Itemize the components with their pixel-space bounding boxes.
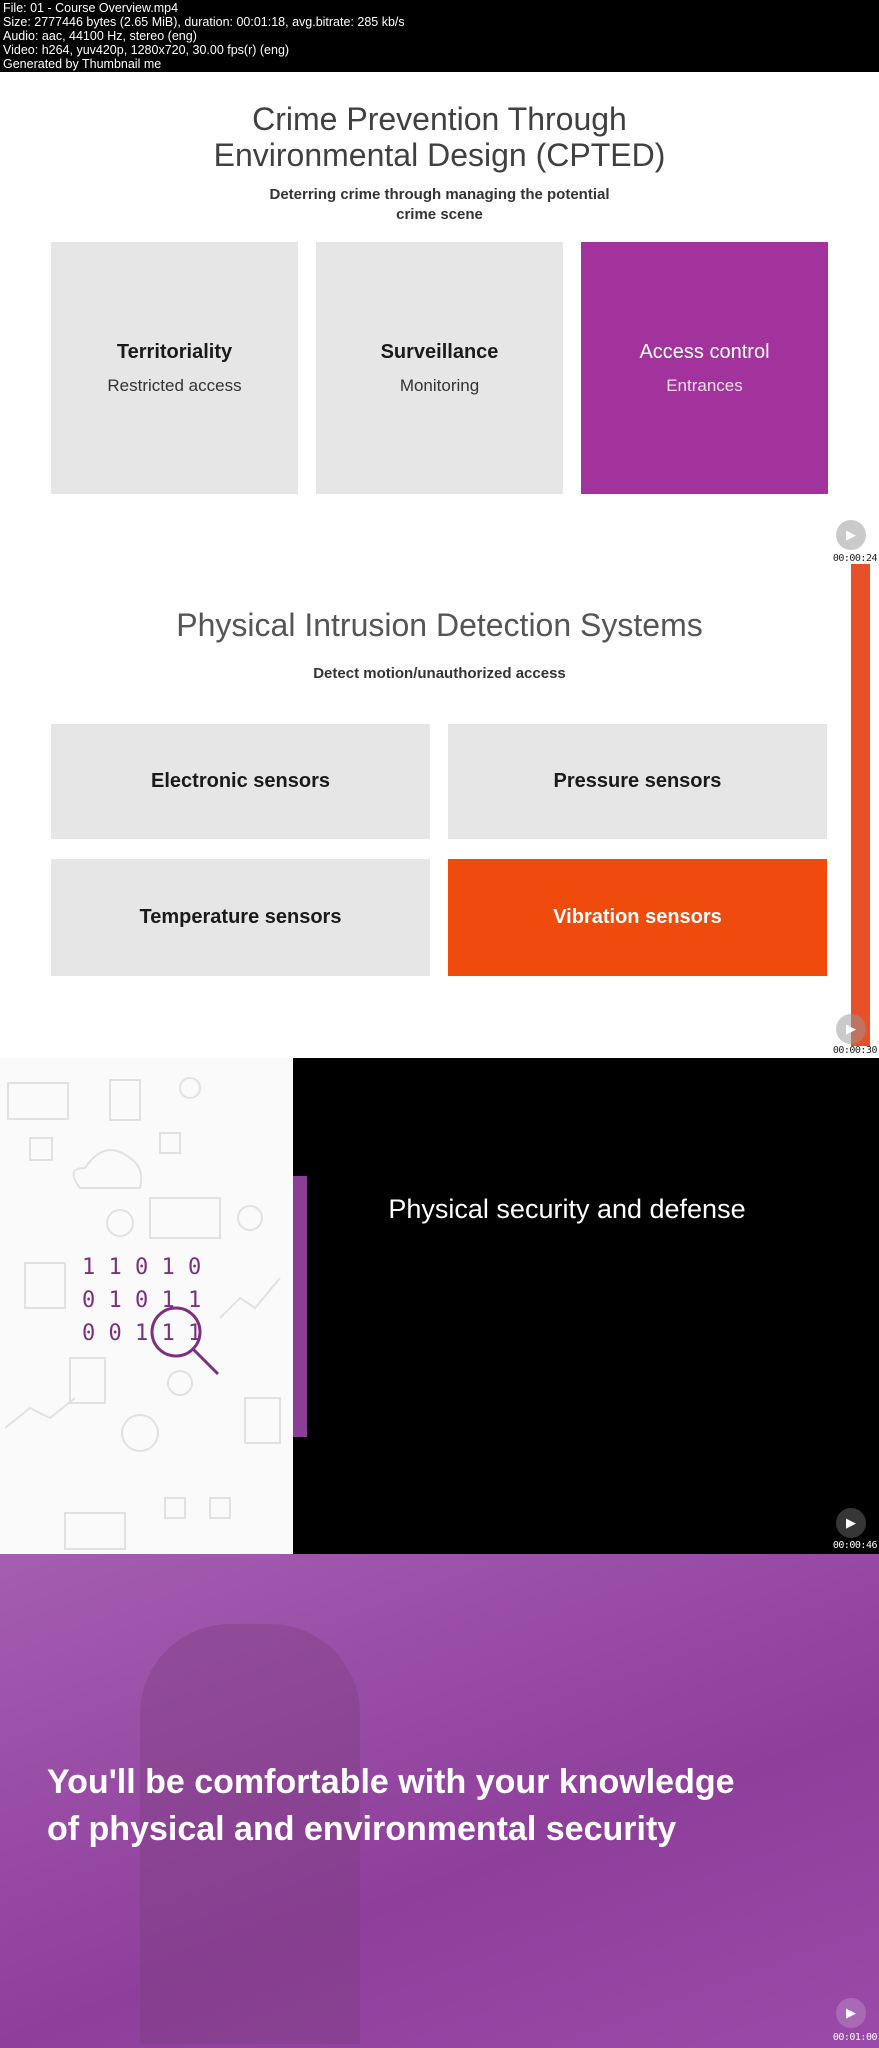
orange-accent-bar	[851, 564, 870, 1046]
info-line: Size: 2777446 bytes (2.65 MiB), duration…	[3, 15, 405, 29]
person-silhouette	[140, 1624, 360, 2044]
slide-heading: Physical security and defense	[388, 1194, 746, 1224]
info-line: Video: h264, yuv420p, 1280x720, 30.00 fp…	[3, 43, 290, 57]
info-line: File: 01 - Course Overview.mp4	[3, 1, 179, 15]
tile-heading: Pressure sensors	[553, 770, 722, 792]
closing-text-line2: of physical and environmental security	[47, 1810, 677, 1848]
timestamp: 00:01:00	[832, 2032, 878, 2043]
data-analysis-illustration-icon	[4, 1077, 281, 1550]
tile-heading: Temperature sensors	[139, 906, 342, 928]
frame-cpted: Crime Prevention Through Environmental D…	[0, 72, 879, 550]
tile-heading: Vibration sensors	[553, 906, 722, 928]
tile-subtext: Monitoring	[399, 375, 480, 395]
timestamp: 00:00:46	[832, 1540, 878, 1551]
slide-subtitle: Detect motion/unauthorized access	[313, 665, 566, 682]
tile-heading: Electronic sensors	[151, 770, 330, 792]
tile-subtext: Restricted access	[107, 375, 242, 395]
slide-subtitle-line2: crime scene	[396, 206, 483, 223]
play-icon[interactable]: ▶	[836, 520, 866, 550]
slide-title-line1: Crime Prevention Through	[252, 101, 627, 137]
slide-title: Physical Intrusion Detection Systems	[176, 607, 703, 643]
info-line: Generated by Thumbnail me	[3, 57, 162, 71]
tile-subtext: Entrances	[666, 375, 743, 395]
tile-heading: Territoriality	[116, 340, 233, 363]
play-icon[interactable]: ▶	[836, 1998, 866, 2028]
frame-pids: Physical Intrusion Detection Systems Det…	[0, 528, 879, 1058]
play-icon[interactable]: ▶	[836, 1014, 866, 1044]
tile-pressure-sensors: Pressure sensors	[448, 724, 827, 839]
binary-row: 1 1 0 1 0	[82, 1255, 202, 1280]
binary-row: 0 1 0 1 1	[82, 1288, 202, 1313]
purple-accent-bar	[293, 1176, 307, 1437]
tile-vibration-sensors: Vibration sensors	[448, 859, 827, 976]
info-line: Audio: aac, 44100 Hz, stereo (eng)	[3, 29, 197, 43]
closing-text: You'll be comfortable with your knowledg…	[47, 1759, 735, 1853]
tile-electronic-sensors: Electronic sensors	[51, 724, 430, 839]
video-info-header: File: 01 - Course Overview.mp4 Size: 277…	[0, 0, 879, 72]
timestamp: 00:00:30	[832, 1045, 878, 1056]
binary-digits: 1 1 0 1 0 0 1 0 1 1 0 0 1 1 1	[82, 1251, 201, 1350]
tile-heading: Surveillance	[380, 340, 499, 363]
closing-text-line1: You'll be comfortable with your knowledg…	[47, 1763, 735, 1801]
play-icon[interactable]: ▶	[836, 1508, 866, 1538]
slide-title-line2: Environmental Design (CPTED)	[213, 137, 666, 173]
slide-subtitle-line1: Deterring crime through managing the pot…	[269, 186, 610, 203]
frame-closing: You'll be comfortable with your knowledg…	[0, 1554, 879, 2048]
tile-heading: Access control	[639, 340, 770, 363]
icon-pattern-panel: 1 1 0 1 0 0 1 0 1 1 0 0 1 1 1	[0, 1058, 293, 1554]
binary-row: 0 0 1 1 1	[82, 1321, 202, 1346]
tile-temperature-sensors: Temperature sensors	[51, 859, 430, 976]
frame-physical-security: 1 1 0 1 0 0 1 0 1 1 0 0 1 1 1 Physical sec…	[0, 1058, 879, 1554]
timestamp: 00:00:24	[832, 553, 878, 564]
